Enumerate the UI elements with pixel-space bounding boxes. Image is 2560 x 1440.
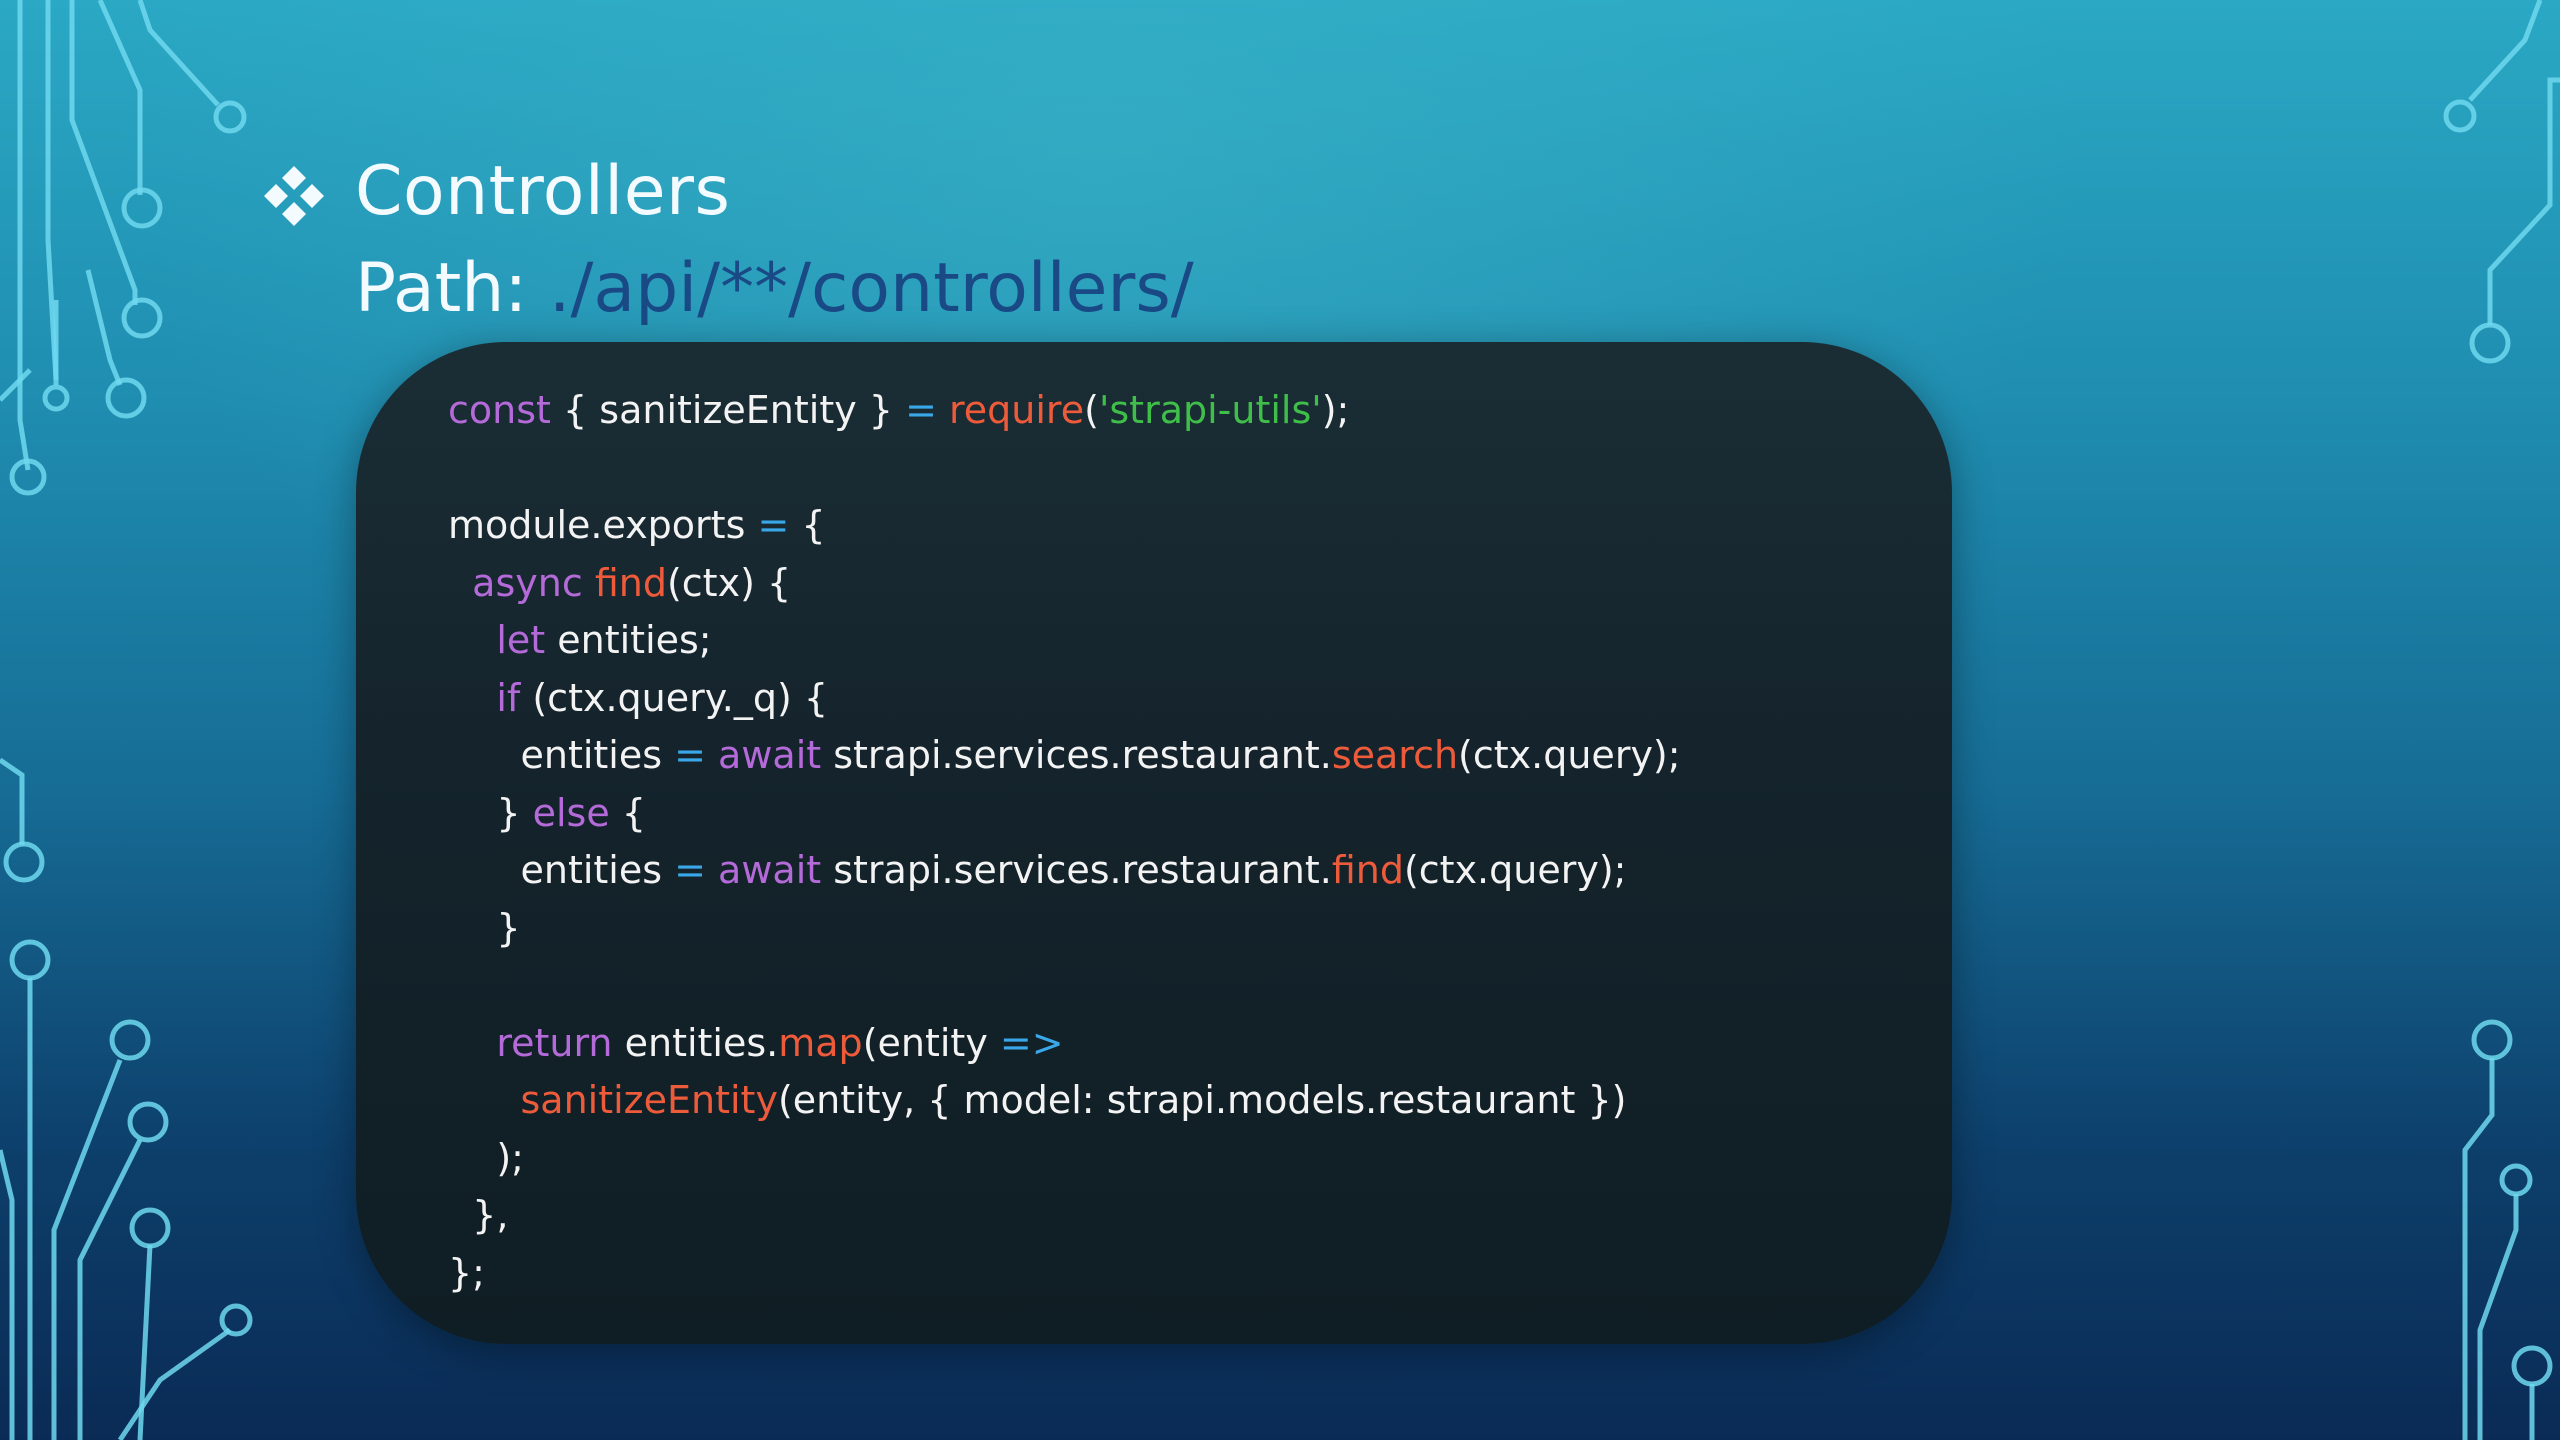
code-token — [448, 618, 496, 662]
code-token — [448, 676, 496, 720]
code-token: (entity, { model: strapi.models.restaura… — [777, 1078, 1627, 1122]
code-token: const — [448, 388, 551, 432]
code-token — [448, 1078, 520, 1122]
code-line: } else { — [448, 785, 1681, 843]
circuit-decoration-right — [2443, 0, 2560, 1440]
code-line — [448, 957, 1681, 1015]
code-line: }; — [448, 1245, 1681, 1303]
code-line: const { sanitizeEntity } = require('stra… — [448, 382, 1681, 440]
code-token: entities — [448, 733, 675, 777]
code-token: ); — [448, 1135, 524, 1180]
code-token: entities; — [545, 618, 712, 662]
code-token: require — [949, 388, 1085, 432]
code-token: async — [472, 560, 583, 605]
code-token: ); — [1321, 388, 1350, 432]
code-token: (ctx.query._q) { — [520, 675, 829, 720]
code-token: entities — [448, 848, 675, 892]
path-label: Path: — [355, 249, 549, 328]
code-token: } — [448, 905, 521, 950]
code-token: => — [999, 1020, 1064, 1065]
code-token: sanitizeEntity — [520, 1078, 778, 1122]
code-line: async find(ctx) { — [448, 555, 1681, 613]
code-line: entities = await strapi.services.restaur… — [448, 727, 1681, 785]
code-token: find — [594, 560, 667, 605]
path-value: ./api/**/controllers/ — [548, 249, 1194, 328]
code-token: strapi.services.restaurant. — [821, 733, 1332, 777]
code-token: return — [496, 1020, 613, 1065]
code-token — [706, 848, 718, 892]
code-token: }; — [448, 1250, 485, 1295]
code-token — [706, 733, 718, 777]
code-token: let — [496, 618, 546, 662]
code-token: { — [609, 790, 646, 835]
code-token: map — [778, 1020, 863, 1065]
code-block: const { sanitizeEntity } = require('stra… — [448, 382, 1681, 1302]
code-line: ); — [448, 1130, 1681, 1188]
code-token — [583, 561, 595, 605]
code-token: 'strapi-utils' — [1098, 388, 1322, 432]
slide-title: Controllers — [355, 152, 731, 231]
code-token: { — [789, 503, 826, 547]
code-token: (ctx.query); — [1458, 733, 1681, 777]
controllers-path: Path: ./api/**/controllers/ — [355, 255, 1194, 323]
code-token: entities. — [612, 1020, 779, 1065]
code-token: = — [905, 388, 937, 432]
code-panel: const { sanitizeEntity } = require('stra… — [356, 342, 1952, 1344]
code-token: (entity — [862, 1020, 1000, 1065]
code-token: }, — [448, 1193, 509, 1237]
four-diamond-bullet-icon — [264, 166, 324, 226]
code-token: ( — [1084, 388, 1099, 432]
code-line — [448, 440, 1681, 498]
code-line: module.exports = { — [448, 497, 1681, 555]
code-token: = — [757, 503, 790, 547]
code-token: = — [674, 848, 706, 892]
code-token: if — [496, 675, 521, 720]
code-token: find — [1331, 848, 1404, 892]
code-line: } — [448, 900, 1681, 958]
code-token: search — [1331, 733, 1459, 777]
code-token: strapi.services.restaurant. — [821, 848, 1332, 892]
code-line: let entities; — [448, 612, 1681, 670]
code-token: else — [532, 790, 610, 835]
code-token: (ctx) { — [666, 560, 792, 605]
code-line: }, — [448, 1187, 1681, 1245]
code-line: if (ctx.query._q) { — [448, 670, 1681, 728]
code-token — [448, 1021, 496, 1065]
circuit-decoration-left — [0, 0, 253, 1440]
code-line: return entities.map(entity => — [448, 1015, 1681, 1073]
code-token: await — [718, 733, 822, 777]
code-token — [448, 561, 472, 605]
code-token: { sanitizeEntity } — [550, 388, 906, 432]
code-token: module.exports — [448, 503, 758, 547]
code-token: } — [448, 790, 533, 835]
code-token: await — [718, 848, 822, 892]
code-token: = — [674, 733, 706, 777]
code-line: sanitizeEntity(entity, { model: strapi.m… — [448, 1072, 1681, 1130]
code-line: entities = await strapi.services.restaur… — [448, 842, 1681, 900]
code-token — [937, 388, 949, 432]
code-token: (ctx.query); — [1403, 848, 1627, 892]
